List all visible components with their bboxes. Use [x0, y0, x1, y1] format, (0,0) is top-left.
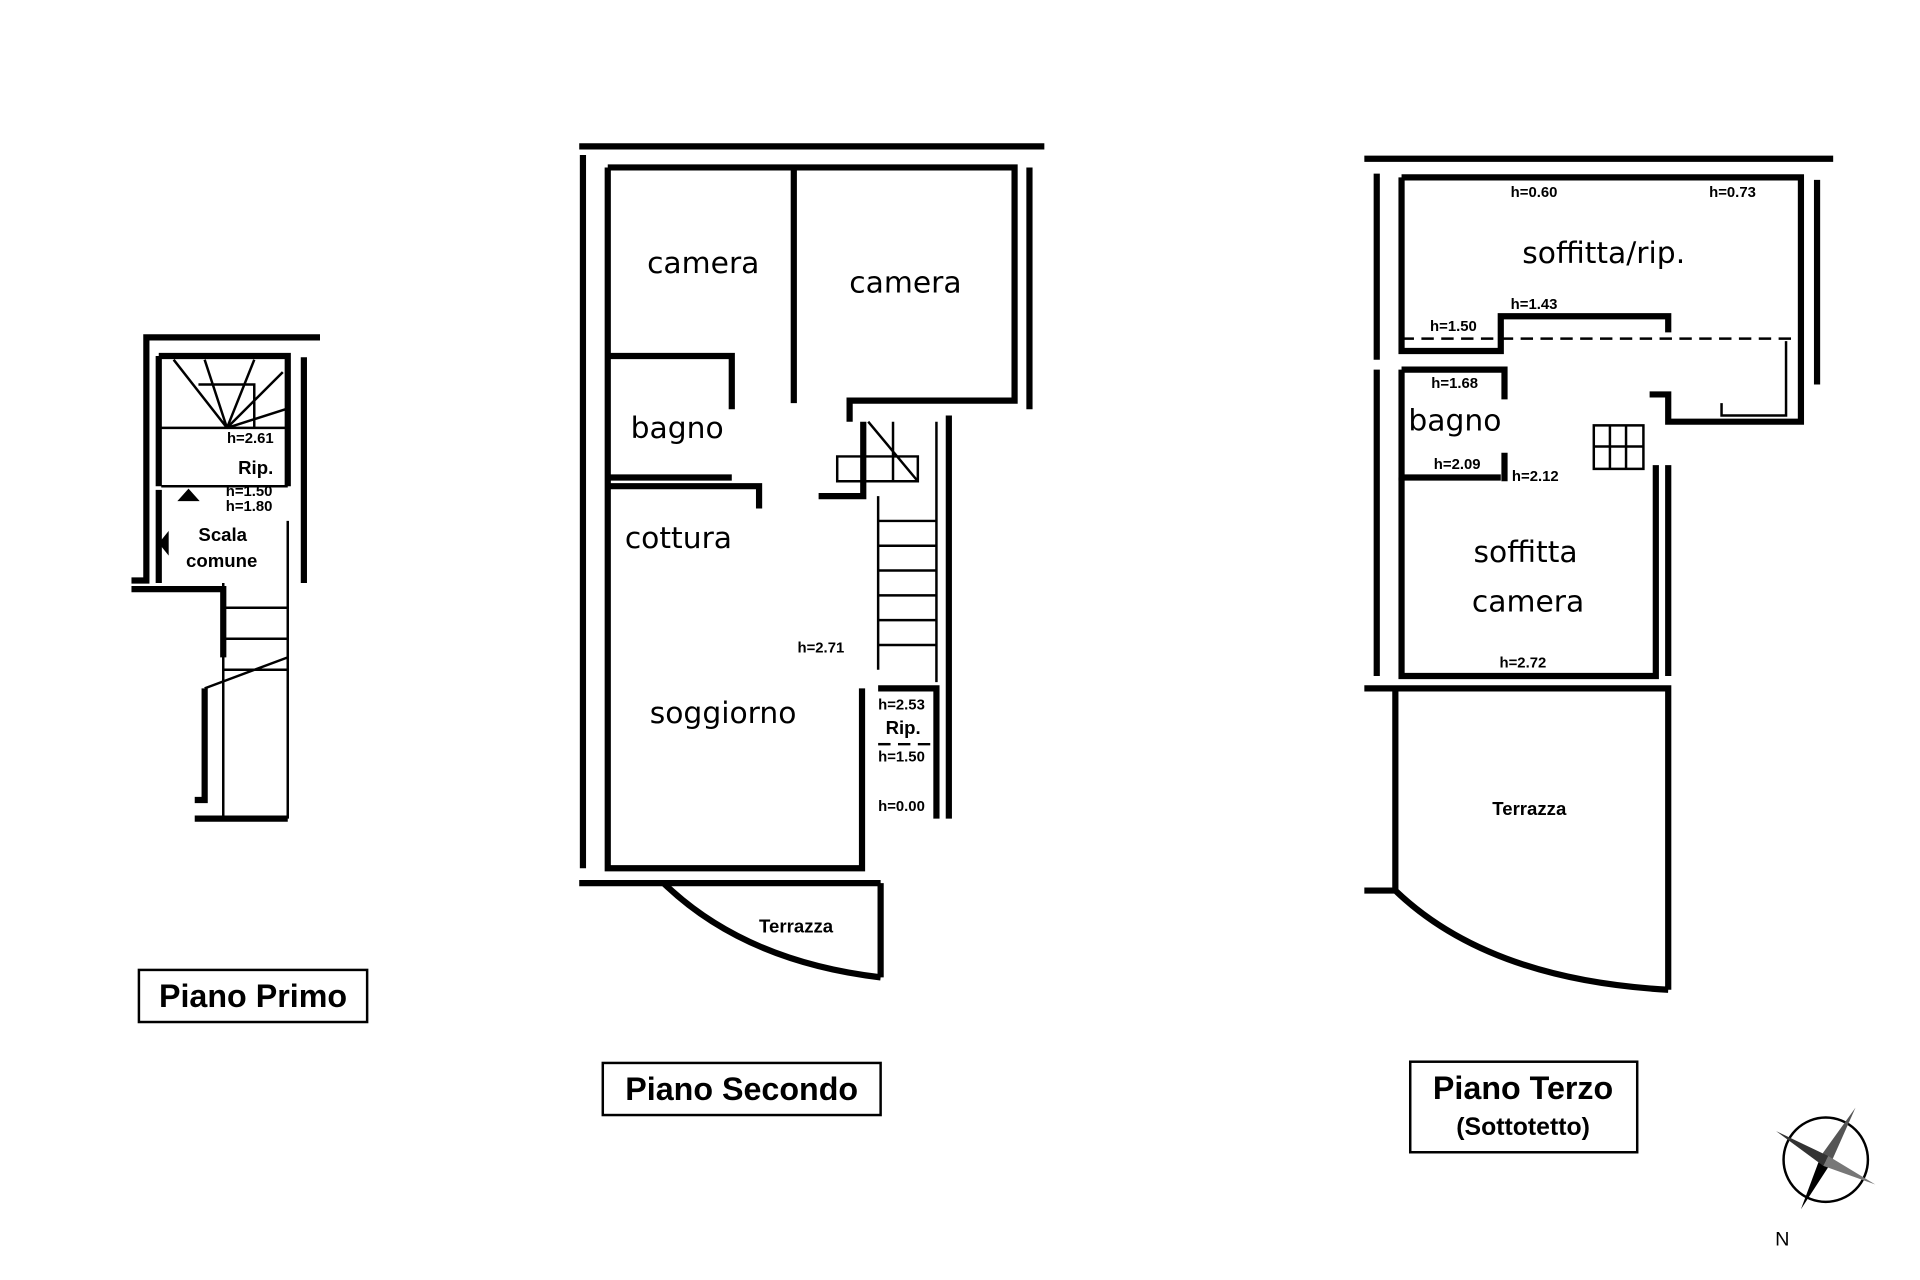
room-label-bagno: bagno [1408, 403, 1501, 438]
arrow-left-icon [158, 530, 169, 556]
height-label: h=1.68 [1431, 376, 1478, 392]
room-label-camera: camera [849, 266, 961, 301]
plan-piano-primo: h=2.61 Rip. h=1.50 h=1.80 Scala comune P… [131, 334, 369, 1024]
room-label-comune: comune [186, 550, 257, 571]
room-label-soffitta: soffitta [1474, 535, 1578, 570]
height-label: h=2.12 [1512, 469, 1559, 485]
room-label-terrazza: Terrazza [1492, 798, 1567, 819]
floor-title-box [601, 1061, 882, 1117]
height-label: h=1.43 [1511, 297, 1558, 313]
floor-title-piano-secondo: Piano Secondo [625, 1071, 858, 1107]
height-label: h=2.71 [798, 640, 845, 656]
height-label: h=1.50 [1430, 319, 1477, 335]
room-label-rip: Rip. [886, 717, 921, 738]
room-label-bagno: bagno [631, 411, 724, 446]
floor-title-box [137, 968, 369, 1024]
height-label: h=2.53 [878, 697, 925, 713]
plan-piano-secondo: camera camera bagno cottura soggiorno h=… [579, 143, 1045, 1117]
height-label: h=0.73 [1709, 185, 1756, 201]
height-label: h=1.50 [878, 750, 925, 766]
floor-title-piano-terzo: Piano Terzo [1433, 1070, 1613, 1106]
height-label: h=2.72 [1500, 655, 1547, 671]
room-label-camera: camera [647, 246, 759, 281]
compass-north-label: N [1775, 1228, 1789, 1250]
arrow-up-icon [177, 488, 200, 502]
room-label-scala: Scala [198, 524, 247, 545]
room-label-cottura: cottura [625, 521, 732, 556]
compass-rose-icon: N [1775, 1107, 1876, 1250]
room-label-soggiorno: soggiorno [650, 696, 797, 731]
spiral-stair [172, 358, 286, 430]
floor-title-box [1408, 1060, 1639, 1154]
room-label-terrazza: Terrazza [759, 916, 834, 937]
height-label: h=2.61 [227, 431, 274, 447]
height-label: h=0.00 [878, 799, 925, 815]
height-label: h=1.50 [226, 484, 273, 500]
room-label-camera: camera [1472, 584, 1584, 619]
room-label-soffitta-rip: soffitta/rip. [1522, 236, 1685, 271]
plan-piano-terzo: h=0.60 h=0.73 soffitta/rip. h=1.43 h=1.5… [1364, 155, 1834, 1154]
floor-subtitle: (Sottotetto) [1456, 1114, 1590, 1141]
room-label-rip: Rip. [238, 457, 273, 478]
height-label: h=2.09 [1434, 457, 1481, 473]
height-label: h=0.60 [1511, 185, 1558, 201]
height-label: h=1.80 [226, 499, 273, 515]
floor-title-piano-primo: Piano Primo [159, 978, 347, 1014]
